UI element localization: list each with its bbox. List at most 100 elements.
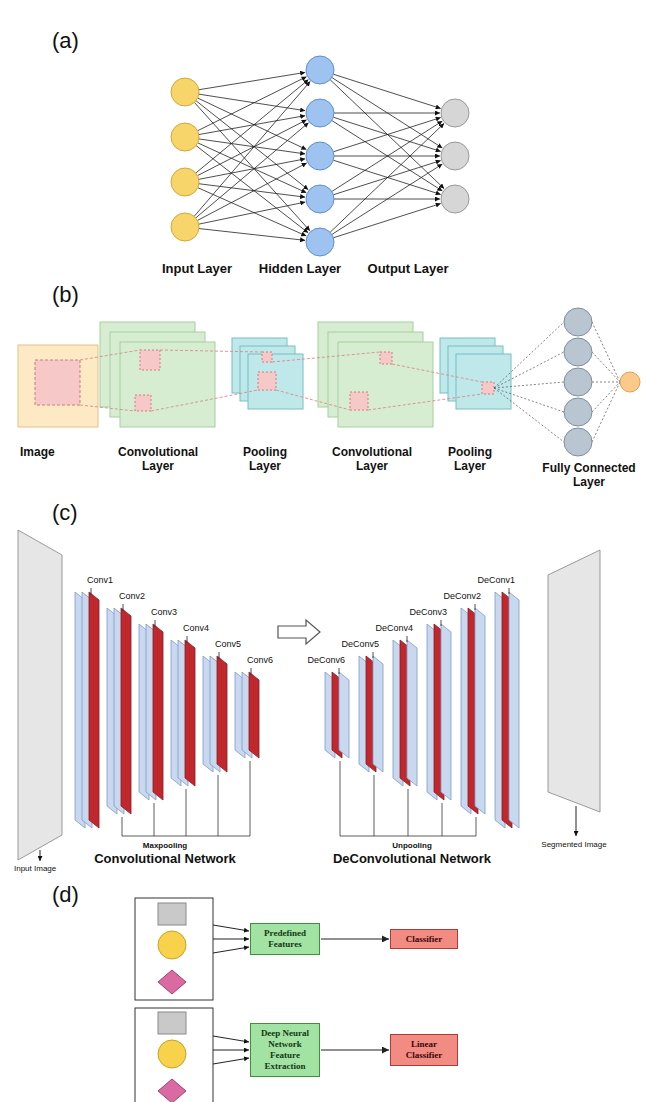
flow-arrow: [321, 938, 389, 939]
activation-slab: [249, 672, 259, 758]
pool-bracket: [186, 789, 187, 836]
fc-line: [494, 382, 564, 388]
neuron-circle: [171, 213, 199, 241]
weight-line: [330, 80, 444, 189]
conv-slab: [509, 592, 519, 828]
layer-label: Hidden Layer: [259, 262, 341, 277]
activation-slab: [217, 656, 227, 772]
receptive-field: [140, 350, 160, 370]
neuron-circle: [171, 123, 199, 151]
part-label: Conv4: [183, 623, 209, 633]
weight-line: [334, 113, 440, 114]
neuron-circle: [441, 99, 469, 127]
segmented-image-plane: [548, 550, 600, 812]
circle-shape: [158, 931, 186, 959]
receptive-field: [262, 352, 272, 362]
conv-slab: [441, 624, 451, 800]
square-shape: [158, 903, 186, 925]
part-label: Segmented Image: [534, 840, 614, 849]
layer-label: Convolutional Layer: [108, 446, 208, 474]
receptive-field: [380, 352, 392, 364]
segnet-c: [18, 530, 600, 861]
weight-line: [199, 229, 305, 241]
receptive-field: [350, 392, 368, 410]
weight-line: [332, 121, 443, 191]
label-tick: [509, 588, 510, 594]
panel-letter: (c): [52, 500, 78, 525]
unpool-bracket: [442, 803, 443, 836]
unpool-bracket: [340, 761, 341, 836]
label-tick: [339, 668, 340, 674]
fc-line: [494, 388, 564, 412]
layer-label: DeConvolutional Network: [333, 852, 491, 867]
weight-line: [197, 120, 306, 176]
input-frame: [135, 898, 213, 1000]
weight-line: [333, 160, 440, 194]
fc-neuron: [564, 338, 592, 366]
receptive-field: [135, 395, 151, 411]
part-label: DeConv3: [409, 607, 447, 617]
weight-line: [196, 101, 308, 190]
unpool-bracket: [476, 817, 477, 836]
label-tick: [475, 604, 476, 610]
fc-line: [592, 382, 620, 442]
diamond-shape: [158, 1079, 186, 1102]
pool-bracket: [122, 817, 123, 836]
feature-box: Deep Neural Network Feature Extraction: [250, 1023, 320, 1076]
weight-line: [197, 163, 306, 221]
box-text: Linear Classifier: [395, 1039, 453, 1061]
input-arrow: [213, 1050, 249, 1051]
fc-neuron: [564, 368, 592, 396]
fc-line: [494, 388, 564, 442]
part-label: DeConv1: [477, 575, 515, 585]
label-tick: [251, 668, 252, 675]
neuron-circle: [306, 185, 334, 213]
layer-label: Convolutional Layer: [322, 446, 422, 474]
projection-line: [276, 390, 350, 410]
pointer-line: [40, 850, 41, 861]
fc-line: [494, 352, 564, 388]
weight-line: [198, 77, 307, 131]
weight-line: [194, 81, 310, 216]
part-label: Conv2: [119, 591, 145, 601]
image-plane: [18, 345, 98, 427]
weight-line: [333, 117, 440, 151]
label-tick: [407, 636, 408, 642]
part-label: Unpooling: [392, 841, 432, 850]
classifier-box: Classifier: [390, 929, 458, 950]
neuron-circle: [171, 168, 199, 196]
part-label: DeConv5: [341, 639, 379, 649]
pool-bracket: [122, 836, 250, 837]
conv-slab: [373, 656, 383, 772]
input-arrow: [213, 1036, 249, 1042]
input-arrow: [213, 947, 249, 953]
diamond-shape: [158, 970, 186, 994]
classifier-box: Linear Classifier: [390, 1034, 458, 1066]
fc-neuron: [564, 308, 592, 336]
feature-box: Predefined Features: [250, 923, 320, 955]
panel-letter: (d): [52, 882, 79, 907]
unpool-bracket: [408, 789, 409, 836]
input-arrow: [213, 925, 249, 931]
weight-line: [199, 72, 305, 89]
layer-label: Convolutional Network: [94, 852, 236, 867]
box-text: Deep Neural Network Feature Extraction: [255, 1028, 315, 1071]
panel-letter: (b): [52, 282, 79, 307]
activation-slab: [89, 592, 99, 828]
weight-line: [332, 78, 443, 148]
flow-arrow: [278, 620, 320, 644]
neuron-circle: [306, 99, 334, 127]
receptive-field: [35, 360, 80, 405]
part-label: DeConv2: [443, 591, 481, 601]
weight-line: [196, 123, 309, 218]
projection-line: [368, 394, 482, 410]
weight-line: [199, 202, 306, 224]
feature-map: [456, 354, 511, 409]
pool-bracket: [154, 803, 155, 836]
weight-line: [332, 164, 443, 234]
panel-letter: (a): [52, 28, 79, 53]
pointer-line: [576, 806, 577, 836]
weight-line: [332, 121, 443, 191]
neuron-circle: [306, 56, 334, 84]
network-a: [171, 56, 469, 256]
